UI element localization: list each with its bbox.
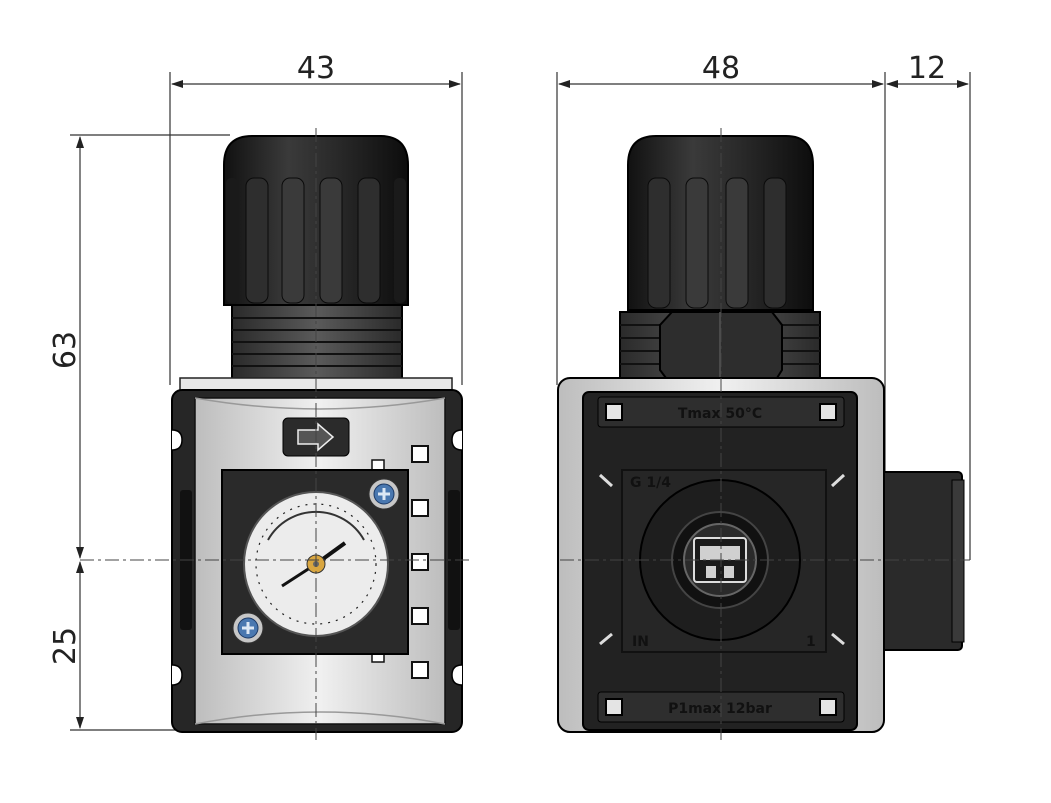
side-view: Tmax 50°C G 1/4 IN 1 P1max 12bar: [557, 135, 965, 733]
front-knob: [223, 135, 409, 306]
dim-height-lower: 25: [48, 627, 83, 665]
dim-side-extra: 12: [908, 51, 946, 86]
screw-top-icon: [368, 478, 400, 510]
indicator-marks: [371, 445, 429, 679]
side-thread: [619, 311, 821, 387]
port-number-label: 1: [806, 634, 816, 650]
dim-side-width: 48: [702, 51, 740, 86]
dimension-lines: [70, 72, 971, 731]
pmax-label: P1max 12bar: [668, 701, 772, 717]
dim-front-width: 43: [297, 51, 335, 86]
front-view: [171, 135, 463, 733]
side-gauge-housing: [879, 471, 965, 651]
screw-bottom-icon: [232, 612, 264, 644]
tmax-label: Tmax 50°C: [678, 406, 762, 422]
center-lines: [80, 128, 970, 740]
dim-height-upper: 63: [48, 331, 83, 369]
inlet-label: IN: [632, 634, 649, 650]
front-thread: [231, 304, 403, 380]
thread-label: G 1/4: [630, 475, 671, 491]
